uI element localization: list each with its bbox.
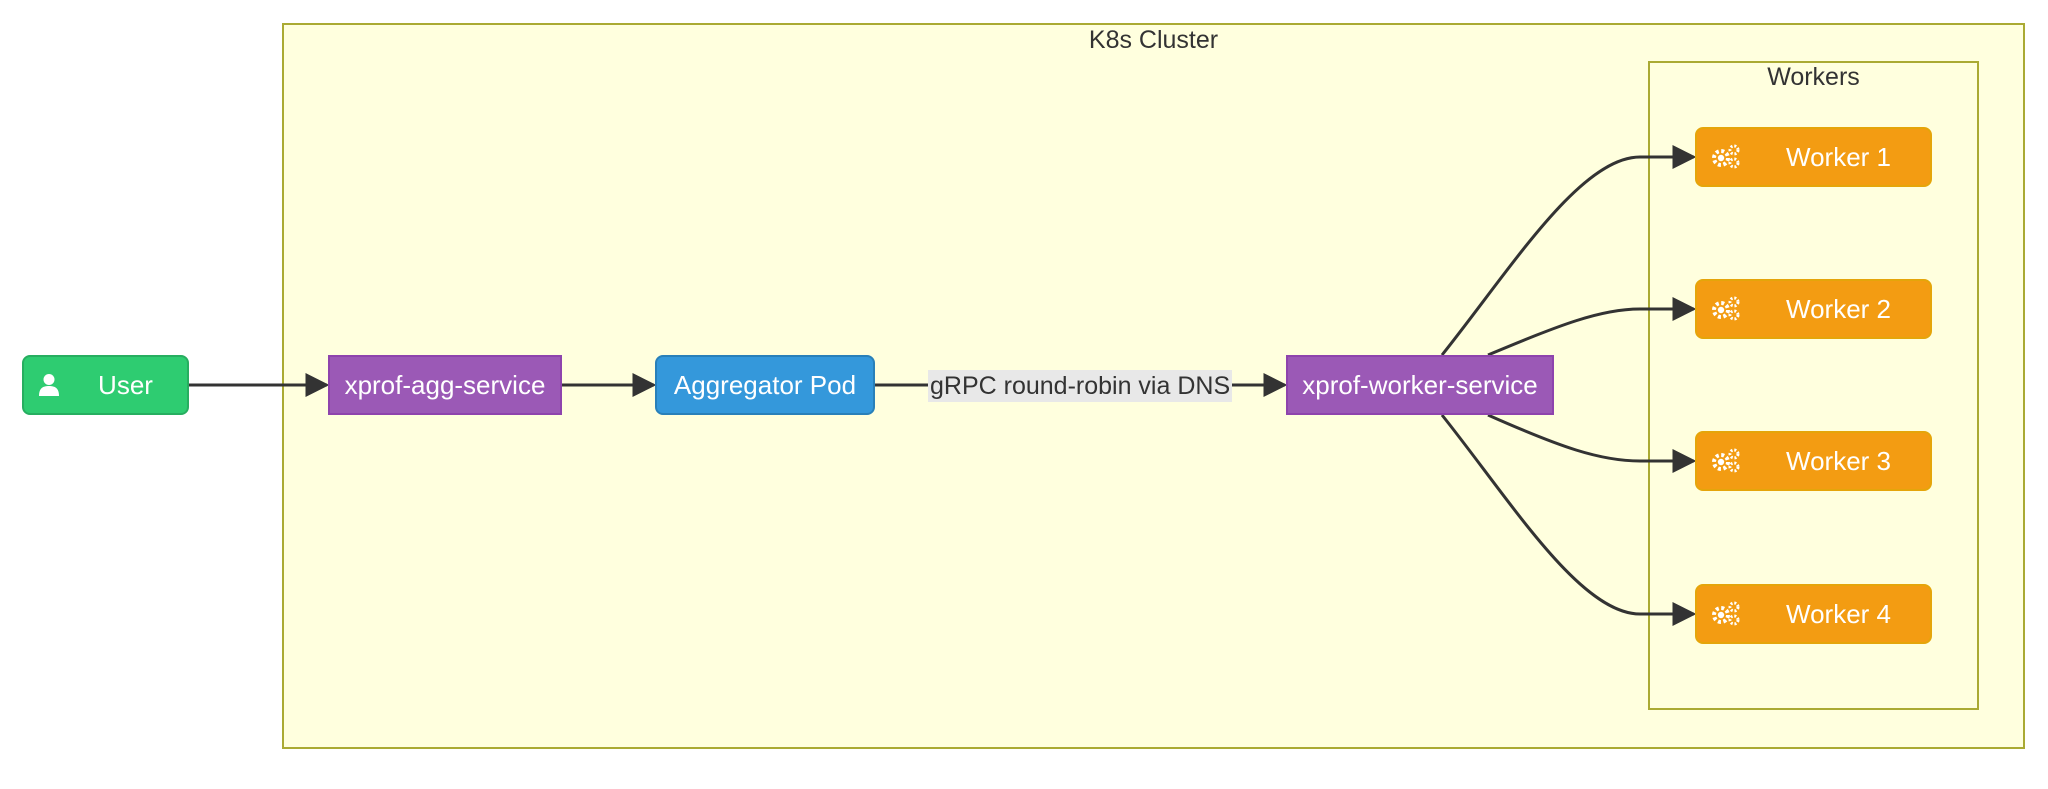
user-label: User (98, 369, 153, 400)
worker-label: Worker 3 (1786, 445, 1891, 476)
k8s-cluster-label: K8s Cluster (1088, 26, 1219, 54)
gears-icon (1711, 281, 1741, 337)
workers-group-label: Workers (1767, 63, 1860, 91)
agg-service-node[interactable]: xprof-agg-service (328, 355, 562, 415)
worker-label: Worker 2 (1786, 293, 1891, 324)
edge-worker-service-to-worker-3 (1487, 413, 1697, 473)
user-icon (38, 357, 60, 413)
edge-worker-service-to-worker-4 (1440, 414, 1697, 626)
agg-service-label: xprof-agg-service (344, 369, 546, 400)
edge-label-grpc: gRPC round-robin via DNS (928, 370, 1233, 402)
aggregator-pod-node[interactable]: Aggregator Pod (655, 355, 875, 415)
edge-worker-service-to-worker-2 (1487, 297, 1697, 357)
gears-icon (1711, 586, 1741, 642)
worker-node-4[interactable]: Worker 4 (1695, 584, 1932, 644)
gears-icon (1711, 129, 1741, 185)
worker-label: Worker 4 (1786, 598, 1891, 629)
worker-label: Worker 1 (1786, 141, 1891, 172)
worker-node-2[interactable]: Worker 2 (1695, 279, 1932, 339)
gears-icon (1711, 433, 1741, 489)
edge-worker-service-to-worker-1 (1440, 145, 1697, 356)
worker-service-label: xprof-worker-service (1302, 369, 1538, 400)
aggregator-pod-label: Aggregator Pod (673, 369, 857, 400)
worker-node-1[interactable]: Worker 1 (1695, 127, 1932, 187)
worker-node-3[interactable]: Worker 3 (1695, 431, 1932, 491)
worker-service-node[interactable]: xprof-worker-service (1286, 355, 1554, 415)
user-node[interactable]: User (22, 355, 189, 415)
